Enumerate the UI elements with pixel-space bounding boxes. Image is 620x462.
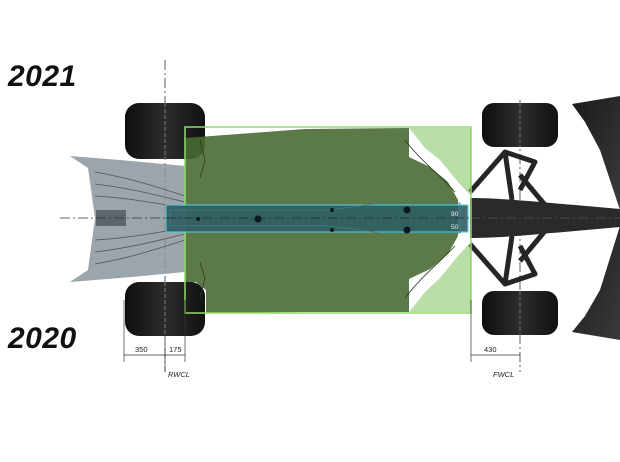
dimension-350: 350: [135, 345, 148, 354]
diffuser: [70, 156, 185, 282]
plank-dim-90: 90: [451, 211, 459, 218]
dimension-430: 430: [484, 345, 497, 354]
year-label-2021: 2021: [8, 60, 77, 93]
rwcl-label: RWCL: [168, 370, 190, 379]
skid-blocks: [196, 206, 411, 234]
dimension-175: 175: [169, 345, 182, 354]
front-wing-upper: [572, 96, 620, 210]
plank-dim-50: 50: [451, 224, 459, 231]
front-wing-lower: [572, 226, 620, 340]
floor-cutout-bottom: [409, 242, 471, 312]
plank: [165, 204, 469, 233]
front-suspension: [468, 149, 547, 287]
fwcl-label: FWCL: [493, 370, 514, 379]
floor-edge-details: [199, 139, 456, 299]
plank-channel: [169, 202, 461, 234]
year-label-2020: 2020: [8, 322, 77, 355]
floor-cutout-top: [409, 128, 471, 196]
dimension-lines: [123, 300, 520, 372]
